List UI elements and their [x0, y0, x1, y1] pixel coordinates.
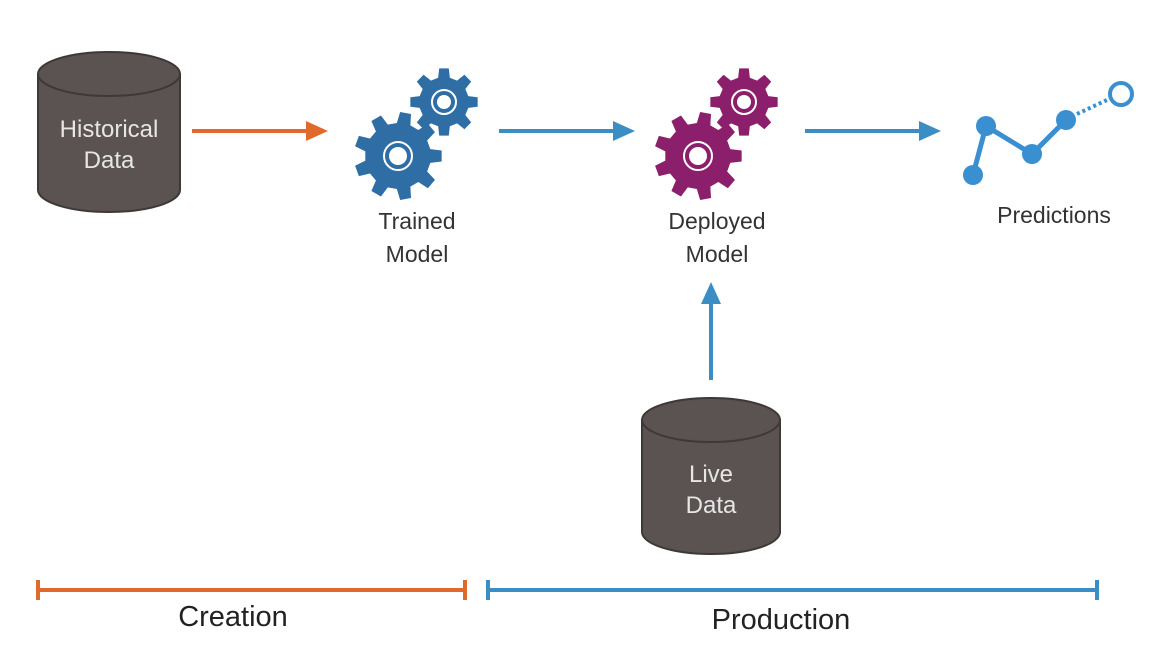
production-phase-label: Production	[711, 604, 851, 636]
prediction-point	[1022, 144, 1042, 164]
arrow-historical-to-trained	[192, 121, 328, 141]
historical-data-line2: Data	[83, 147, 135, 174]
predictions-label: Predictions	[997, 202, 1111, 228]
live-data-line1: Live	[688, 461, 734, 488]
prediction-point	[1056, 110, 1076, 130]
deployed-model-gears-icon	[655, 68, 778, 200]
historical-data-line1: Historical	[59, 116, 159, 143]
gear-hole	[437, 95, 451, 109]
gear-ring	[731, 89, 757, 115]
deployed-model-line2: Model	[685, 241, 749, 267]
trained-model-line1: Trained	[378, 208, 456, 234]
gear-hole	[689, 147, 707, 165]
historical-data-database-icon	[37, 51, 181, 213]
gear-hole	[737, 95, 751, 109]
gear-ring	[383, 141, 413, 171]
live-data-database-icon	[641, 397, 781, 555]
prediction-point	[963, 165, 983, 185]
creation-phase-label: Creation	[178, 601, 288, 633]
deployed-model-label: Deployed Model	[637, 205, 797, 271]
arrow-live-to-deployed	[701, 282, 721, 380]
prediction-point	[976, 116, 996, 136]
historical-data-label: Historical Data	[39, 114, 179, 176]
live-data-line2: Data	[685, 492, 737, 519]
trained-model-gears-icon	[355, 68, 478, 200]
gear-ring	[683, 141, 713, 171]
trained-model-label: Trained Model	[337, 205, 497, 271]
arrow-deployed-to-predictions	[805, 121, 941, 141]
trained-model-line2: Model	[385, 241, 449, 267]
creation-phase-bracket	[36, 580, 467, 600]
live-data-label: Live Data	[641, 459, 781, 521]
deployed-model-line1: Deployed	[668, 208, 766, 234]
arrow-trained-to-deployed	[499, 121, 635, 141]
predictions-line-chart-icon	[963, 81, 1134, 185]
production-phase-bracket	[486, 580, 1099, 600]
gear-hole	[389, 147, 407, 165]
predicted-point-open	[1108, 81, 1134, 107]
gear-ring	[431, 89, 457, 115]
